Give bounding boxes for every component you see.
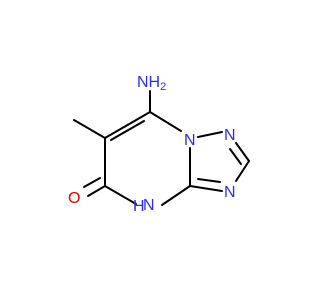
bond-c7-c6 [104, 111, 151, 139]
amino-label: NH2 [137, 74, 166, 93]
bond-c2-n3 [235, 160, 250, 182]
bond-n3-c3a [189, 185, 223, 192]
molecule-diagram: NH2 N N N N H O [68, 74, 250, 215]
nh-n-label: N [143, 197, 155, 214]
bond-n1-c2-inner [229, 148, 242, 165]
bond-n8-n1 [197, 131, 223, 138]
bond-n8-c7 [149, 111, 182, 132]
right-n-label: N [224, 184, 236, 201]
bond-c7-c6-inner [110, 120, 145, 141]
bond-n3-c3a-inner [197, 178, 221, 183]
structure-svg: NH2 N N N N H O [68, 74, 250, 215]
bond-c6-methyl [73, 119, 106, 139]
bond-c5-o [87, 185, 106, 197]
top-n-label: N [224, 127, 236, 144]
bond-c5-n4 [104, 185, 137, 205]
nh-h-label: H [133, 198, 145, 215]
bond-c5-o-inner [83, 177, 101, 188]
atom-labels: NH2 N N N N H O [68, 74, 236, 215]
bond-n1-c2 [235, 142, 250, 162]
bridge-n-label: N [184, 132, 196, 149]
bonds [73, 90, 250, 206]
carbonyl-o-label: O [68, 190, 80, 207]
bond-n4-c3a [161, 185, 191, 206]
